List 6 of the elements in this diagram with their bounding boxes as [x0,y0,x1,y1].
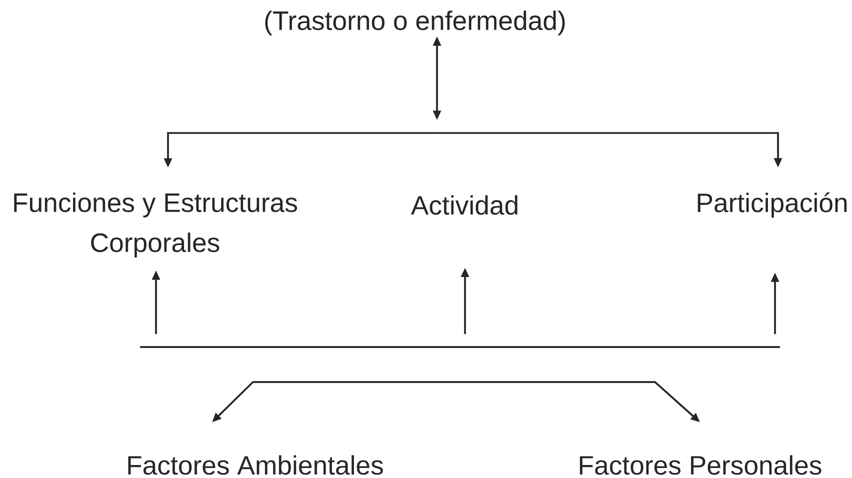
component-label: Actividad [410,195,518,215]
component-label: Participación [698,192,847,218]
factor-label: Factores Personales [580,455,822,475]
component-label: Funciones y Estructuras Corporales [14,192,297,258]
factor-label: Factores Ambientales [128,455,383,475]
condition-label: (Trastorno o enfermedad) [265,10,565,36]
